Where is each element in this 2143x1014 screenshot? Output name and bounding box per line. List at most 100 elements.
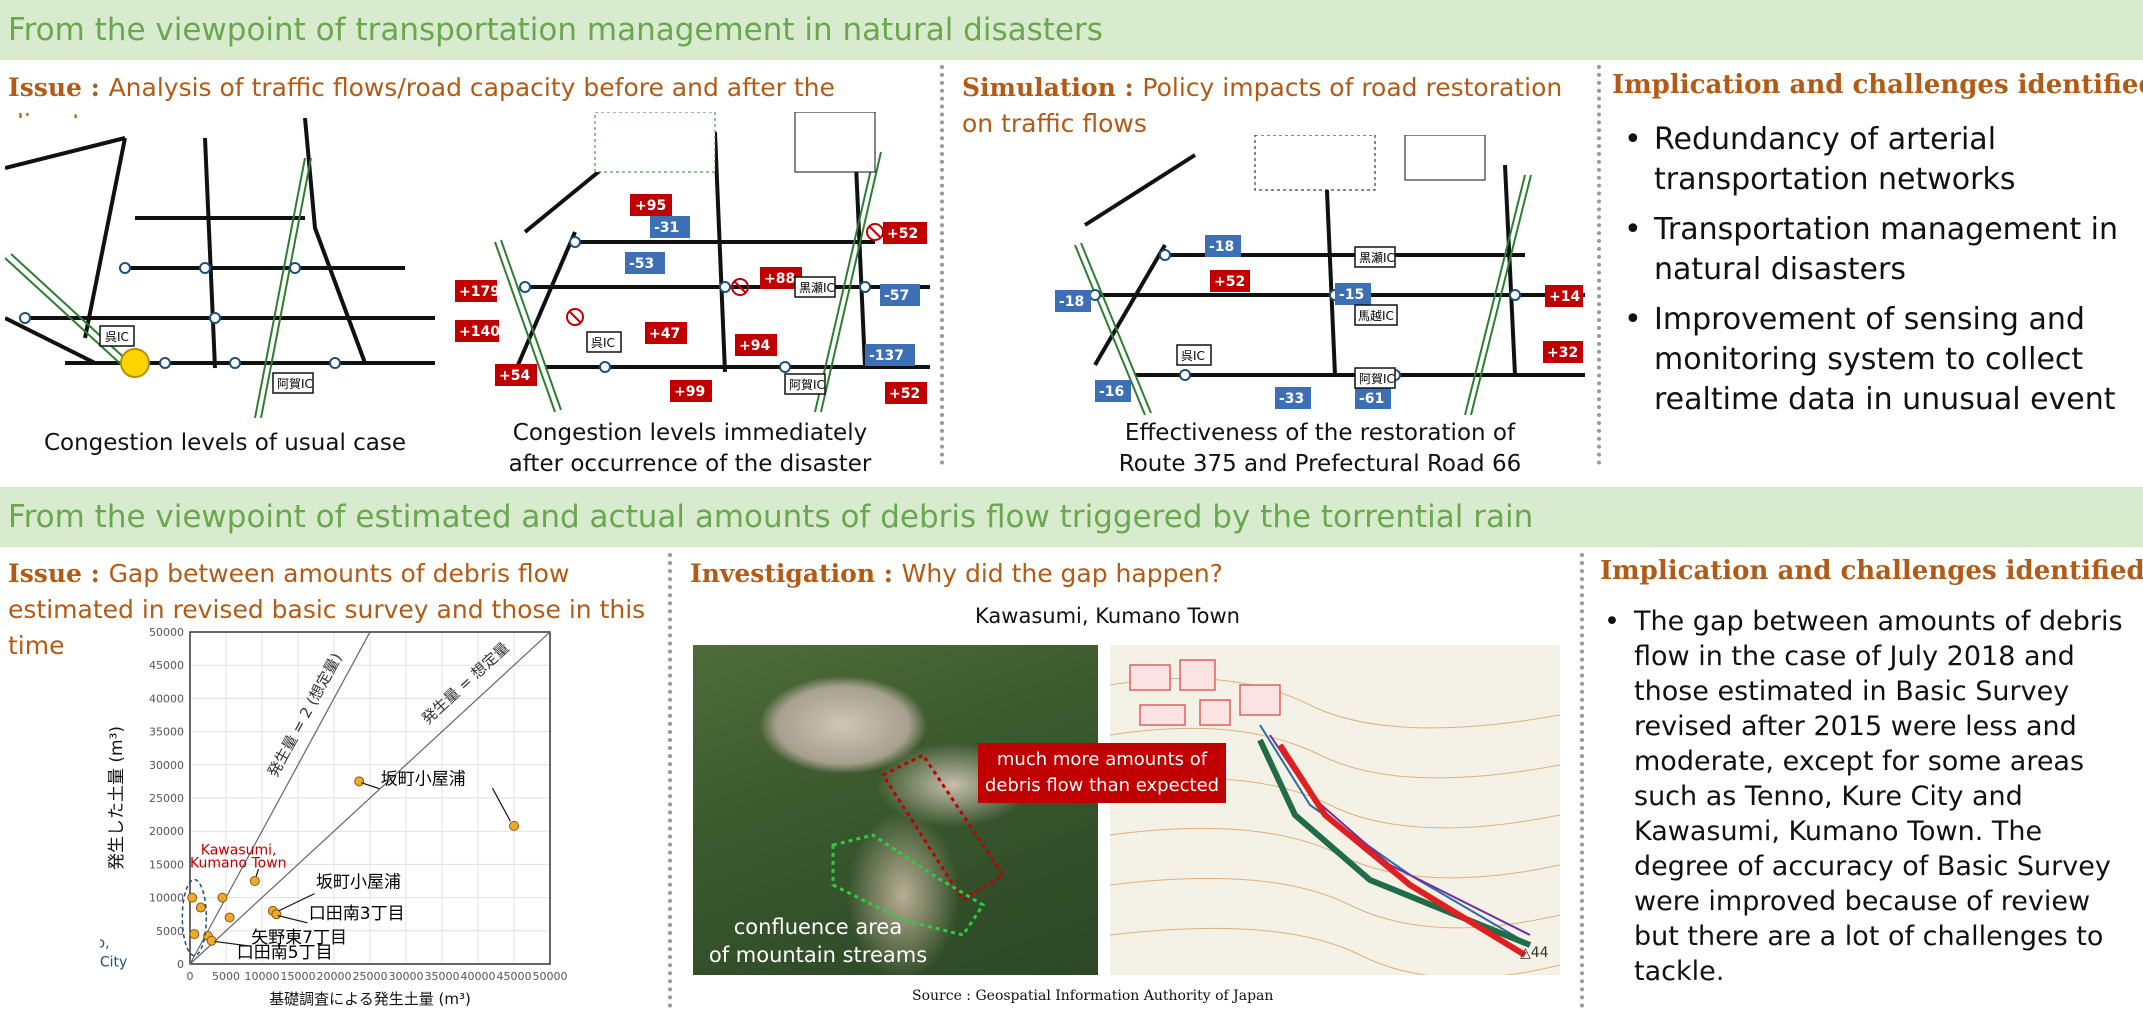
- implication-item: The gap between amounts of debris flow i…: [1600, 604, 2135, 989]
- ic-label: 阿賀IC: [1359, 372, 1395, 386]
- flow-change-plus: +95: [635, 198, 666, 214]
- issue-text: Gap between amounts of debris flow estim…: [8, 559, 646, 660]
- y-tick-label: 45000: [149, 659, 184, 672]
- data-point: [217, 892, 228, 903]
- annotation-arrow: [214, 940, 250, 947]
- issue-heading: Issue : Analysis of traffic flows/road c…: [8, 70, 908, 142]
- annotation-arrow: [491, 787, 511, 822]
- x-tick-label: 5000: [212, 970, 240, 983]
- flow-change-minus: -18: [1209, 239, 1234, 255]
- implication-heading-top: Implication and challenges identified :: [1612, 70, 2143, 100]
- accident-marker: [120, 348, 150, 378]
- source-note: Source : Geospatial Information Authorit…: [912, 988, 1274, 1004]
- ic-label: 黒瀬IC: [1359, 251, 1395, 265]
- flow-change-plus: +54: [499, 368, 530, 384]
- y-tick-label: 25000: [149, 792, 184, 805]
- implication-item: Improvement of sensing and monitoring sy…: [1620, 300, 2135, 420]
- road-network-map-after: +95 +179 +140 +52 +88 +94 +99 +52 +47 +5…: [455, 112, 930, 417]
- divider: [1597, 65, 1601, 465]
- annotation-arrow: [255, 868, 259, 877]
- annotation-label: 坂町小屋浦: [381, 770, 466, 790]
- flow-change-plus: +52: [887, 226, 918, 242]
- flow-change-minus: -33: [1279, 391, 1304, 407]
- road-network-map-restoration: -18 -15 -16 -33 -61 -18 +52 +14 +32 呉IC …: [1055, 135, 1585, 415]
- y-tick-label: 50000: [149, 626, 184, 639]
- implication-list-bottom: The gap between amounts of debris flow i…: [1600, 604, 2135, 999]
- divider: [940, 65, 944, 465]
- aerial-photo-image: [693, 645, 1098, 975]
- x-tick-label: 10000: [245, 970, 280, 983]
- data-point: [509, 820, 519, 831]
- implication-list-top: Redundancy of arterial transportation ne…: [1620, 120, 2135, 430]
- issue-lead: Issue :: [8, 73, 109, 102]
- flow-change-minus: -61: [1359, 391, 1384, 407]
- flow-change-plus: +52: [1214, 274, 1245, 290]
- caption-restoration: Effectiveness of the restoration of Rout…: [1060, 418, 1580, 480]
- flow-change-plus: +52: [889, 386, 920, 402]
- annotation-arrow: [278, 893, 315, 912]
- tenno-highlight: [181, 878, 208, 957]
- road-network-map-usual: 呉IC 阿賀IC: [5, 118, 435, 418]
- caption-line: Congestion levels immediately: [512, 420, 868, 446]
- flow-change-plus: +99: [674, 384, 705, 400]
- divider: [1580, 553, 1584, 1008]
- callout-line: much more amounts of: [996, 749, 1208, 770]
- road-network-svg: -18 -15 -16 -33 -61 -18 +52 +14 +32 呉IC …: [1055, 135, 1585, 415]
- debris-callout: much more amounts of debris flow than ex…: [978, 743, 1226, 803]
- y-tick-label: 30000: [149, 759, 184, 772]
- implication-item: Redundancy of arterial transportation ne…: [1620, 120, 2135, 200]
- issue-lead: Issue :: [8, 559, 109, 588]
- caption-after: Congestion levels immediately after occu…: [480, 418, 900, 480]
- ic-label: 阿賀IC: [277, 377, 313, 391]
- ic-label: 阿賀IC: [789, 378, 825, 392]
- section-band-debris: From the viewpoint of estimated and actu…: [0, 487, 2143, 547]
- ic-label: 呉IC: [591, 336, 615, 350]
- simulation-heading: Simulation : Policy impacts of road rest…: [962, 70, 1592, 142]
- flow-change-minus: -57: [884, 288, 909, 304]
- photo-label-line: of mountain streams: [708, 943, 928, 967]
- x-axis-title: 基礎調査による発生土量 (m³): [269, 990, 471, 1008]
- flow-change-plus: +179: [459, 284, 500, 300]
- issue-text: Analysis of traffic flows/road capacity …: [8, 73, 835, 138]
- flow-change-minus: -18: [1059, 294, 1084, 310]
- road-network-svg: 呉IC 阿賀IC: [5, 118, 435, 418]
- y-tick-label: 40000: [149, 692, 184, 705]
- annotation-label: 口田南3丁目: [309, 904, 405, 924]
- photo-label: confluence area of mountain streams: [693, 913, 943, 969]
- flow-change-minus: -15: [1339, 287, 1364, 303]
- caption-line: Route 375 and Prefectural Road 66: [1118, 451, 1522, 477]
- annotation-label: Kawasumi,: [201, 842, 277, 858]
- annotation-arrow: [277, 914, 308, 924]
- ic-label: 馬越IC: [1358, 309, 1394, 323]
- scatter-svg: 0500010000150002000025000300003500040000…: [100, 626, 568, 1008]
- reference-line-label: 発生量 = 想定量: [418, 639, 513, 728]
- y-tick-label: 5000: [156, 925, 184, 938]
- x-tick-label: 30000: [389, 970, 424, 983]
- y-tick-label: 20000: [149, 825, 184, 838]
- photo-title: Kawasumi, Kumano Town: [975, 604, 1240, 628]
- callout-line: debris flow than expected: [984, 775, 1220, 796]
- flow-change-plus: +94: [739, 338, 770, 354]
- annotation-label: Kure City: [100, 955, 127, 971]
- y-axis-title: 発生した土量 (m³): [107, 726, 127, 870]
- annotation-arrow: [361, 782, 380, 790]
- investigation-heading: Investigation : Why did the gap happen?: [690, 556, 1390, 592]
- topographic-map: △44: [1110, 645, 1560, 975]
- simulation-lead: Simulation :: [962, 73, 1143, 102]
- data-point: [189, 929, 200, 940]
- x-tick-label: 45000: [497, 970, 532, 983]
- flow-change-plus: +47: [649, 326, 680, 342]
- caption-usual: Congestion levels of usual case: [43, 430, 407, 456]
- flow-change-plus: +14: [1549, 289, 1580, 305]
- x-tick-label: 35000: [425, 970, 460, 983]
- topo-svg: △44: [1110, 659, 1560, 975]
- data-point: [195, 902, 206, 913]
- x-tick-label: 25000: [353, 970, 388, 983]
- data-point: [224, 912, 235, 923]
- x-tick-label: 20000: [317, 970, 352, 983]
- reference-line: [189, 631, 371, 965]
- band-title: From the viewpoint of estimated and actu…: [8, 499, 1534, 535]
- ic-label: 呉IC: [105, 330, 129, 344]
- map-marker: △44: [1520, 945, 1549, 961]
